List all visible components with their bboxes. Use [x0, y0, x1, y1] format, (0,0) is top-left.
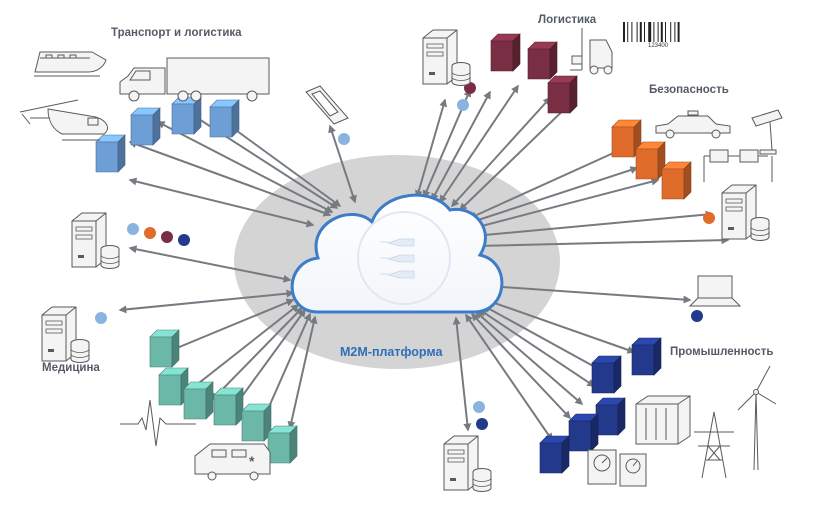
device-cubes: [95, 33, 692, 474]
label-medicine: Медицина: [42, 362, 100, 374]
label-transport: Транспорт и логистика: [111, 27, 242, 39]
forklift-icon: [570, 28, 613, 75]
connection-arrow: [220, 119, 342, 207]
device-transport: [130, 107, 161, 146]
status-dot: [95, 312, 107, 324]
svg-text:*: *: [249, 453, 255, 469]
platform-icon: [380, 238, 415, 279]
barcode-icon: [623, 22, 680, 42]
device-industry: [631, 337, 662, 376]
device-medicine: [267, 425, 298, 464]
connection-arrow: [474, 311, 584, 405]
server-icon: [721, 184, 770, 241]
police-car-icon: [655, 110, 731, 139]
connection-arrow: [473, 236, 730, 250]
device-logistics: [490, 33, 521, 72]
label-industry: Промышленность: [670, 346, 774, 358]
gauge-icon: [587, 449, 647, 487]
wind-turbine-icon: [737, 365, 777, 471]
handheld-terminal-icon: [305, 85, 349, 125]
device-medicine: [149, 329, 180, 368]
platform-label: M2M-платформа: [340, 345, 443, 359]
status-dot: [476, 418, 488, 430]
device-security: [611, 119, 642, 158]
helicopter-icon: [19, 99, 108, 141]
connection-arrow: [128, 245, 292, 283]
device-logistics: [547, 75, 578, 114]
server-icon: [422, 29, 471, 86]
device-medicine: [158, 367, 189, 406]
server-icon: [41, 306, 90, 363]
status-dot: [127, 223, 139, 235]
device-transport: [171, 96, 202, 135]
device-security: [661, 161, 692, 200]
status-dot: [703, 212, 715, 224]
server-icon: [443, 435, 492, 492]
connection-arrow: [210, 306, 304, 402]
status-dot: [178, 234, 190, 246]
connection-arrow: [472, 210, 714, 240]
label-logistics: Логистика: [538, 14, 597, 26]
device-security: [635, 141, 666, 180]
connection-arrows: [118, 84, 730, 442]
connection-arrow: [128, 177, 315, 228]
connection-arrow: [478, 309, 596, 387]
label-security: Безопасность: [649, 84, 729, 96]
laptop-icon: [688, 275, 742, 307]
barcode-number: 123400: [648, 43, 669, 49]
device-logistics: [527, 41, 558, 80]
device-industry: [591, 355, 622, 394]
device-medicine: [213, 387, 244, 426]
status-dots: [95, 82, 715, 430]
connection-arrow: [465, 313, 553, 442]
device-medicine: [241, 403, 272, 442]
ambulance-icon: *: [194, 443, 271, 481]
status-dot: [161, 231, 173, 243]
server-icon: [71, 212, 120, 269]
device-industry: [568, 413, 599, 452]
connection-arrow: [328, 124, 357, 204]
connection-arrow: [452, 316, 472, 432]
m2m-cloud: [290, 193, 504, 314]
status-dot: [473, 401, 485, 413]
sensor-network-icon: [703, 149, 773, 182]
control-cabinet-icon: [635, 395, 691, 445]
connection-arrow: [156, 121, 334, 213]
train-icon: [34, 51, 107, 77]
device-transport: [209, 99, 240, 138]
power-tower-icon: [694, 411, 734, 479]
device-industry: [539, 435, 570, 474]
security-camera-icon: [751, 109, 783, 155]
ecg-icon: [120, 399, 196, 447]
connection-arrow: [287, 315, 318, 430]
device-industry: [595, 397, 626, 436]
status-dot: [144, 227, 156, 239]
truck-icon: [119, 57, 270, 102]
status-dot: [691, 310, 703, 322]
connection-arrow: [486, 282, 692, 304]
device-transport: [95, 134, 126, 173]
device-medicine: [183, 381, 214, 420]
status-dot: [338, 133, 350, 145]
status-dot: [457, 99, 469, 111]
